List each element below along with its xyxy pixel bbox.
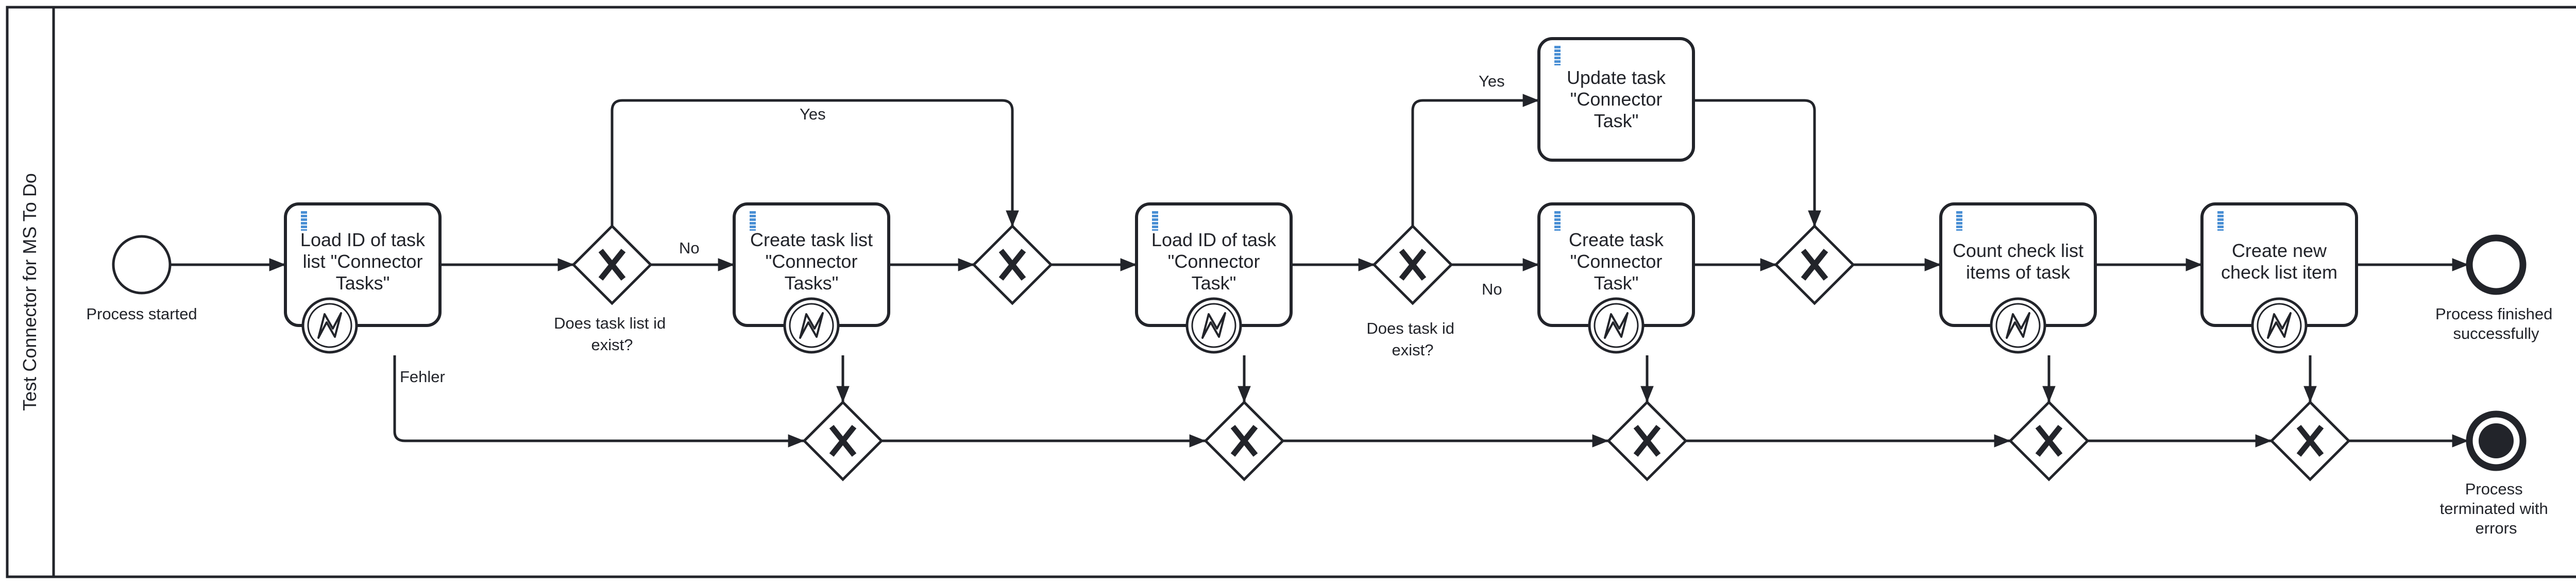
end-event-success[interactable] (2466, 234, 2527, 295)
exclusive-gateway-eg2[interactable] (1204, 400, 1285, 482)
x-icon (829, 425, 857, 457)
flow-label-g3-no: No (1482, 280, 1502, 298)
end-event-error[interactable] (2466, 410, 2527, 471)
x-icon (998, 249, 1026, 281)
script-task-icon (2217, 211, 2224, 231)
x-icon (2296, 425, 2324, 457)
sequence-flows (170, 94, 2469, 448)
boundary-error-event[interactable] (2251, 297, 2308, 354)
error-icon (2267, 312, 2292, 339)
x-icon (1399, 249, 1427, 281)
script-task-icon (1152, 211, 1158, 231)
boundary-error-event[interactable] (783, 297, 840, 354)
flow-g3-yes-to-t4[interactable] (1411, 94, 1539, 226)
error-icon (317, 312, 342, 339)
exclusive-gateway-g2[interactable] (972, 224, 1053, 305)
script-task-icon (1554, 46, 1561, 65)
pool-name: Test Connector for MS To Do (19, 173, 40, 411)
start-event-label: Process started (86, 305, 197, 323)
exclusive-gateway-eg5[interactable] (2269, 400, 2351, 482)
boundary-error-event[interactable] (301, 297, 358, 354)
gateway-g1-label: Does task list id exist? (554, 314, 670, 354)
script-task-icon (1554, 211, 1561, 231)
exclusive-gateway-g3[interactable] (1372, 224, 1453, 305)
end-event-error-label: Process terminated with errors (2440, 480, 2553, 537)
start-event[interactable] (112, 235, 172, 295)
script-task-icon (1956, 211, 1962, 231)
flow-label-g1-yes: Yes (800, 105, 826, 123)
flow-label-error: Fehler (400, 368, 445, 386)
boundary-error-event[interactable] (1588, 297, 1645, 354)
exclusive-gateway-g1[interactable] (571, 224, 653, 305)
x-icon (2035, 425, 2063, 457)
error-icon (2006, 312, 2030, 339)
exclusive-gateway-eg4[interactable] (2008, 400, 2090, 482)
error-icon (1201, 312, 1226, 339)
x-icon (1633, 425, 1661, 457)
script-task-icon (750, 211, 756, 231)
flow-t1-error-to-eg1[interactable] (393, 355, 805, 448)
gateway-g3-label: Does task id exist? (1366, 319, 1459, 359)
flow-label-g3-yes: Yes (1479, 72, 1505, 90)
flow-label-g1-no: No (679, 239, 700, 257)
end-event-success-label: Process finished successfully (2435, 305, 2557, 342)
boundary-error-event[interactable] (1990, 297, 2046, 354)
error-icon (799, 312, 824, 339)
flow-g1-yes-to-g2[interactable] (611, 99, 1019, 227)
gateways (571, 224, 2351, 482)
x-icon (1230, 425, 1258, 457)
x-icon (598, 249, 626, 281)
exclusive-gateway-g4[interactable] (1774, 224, 1855, 305)
boundary-error-event[interactable] (1185, 297, 1242, 354)
x-icon (1801, 249, 1828, 281)
flow-t4-to-g4[interactable] (1693, 99, 1821, 227)
exclusive-gateway-eg3[interactable] (1606, 400, 1688, 482)
exclusive-gateway-eg1[interactable] (802, 400, 884, 482)
error-icon (1604, 312, 1629, 339)
script-task-icon (301, 211, 307, 231)
